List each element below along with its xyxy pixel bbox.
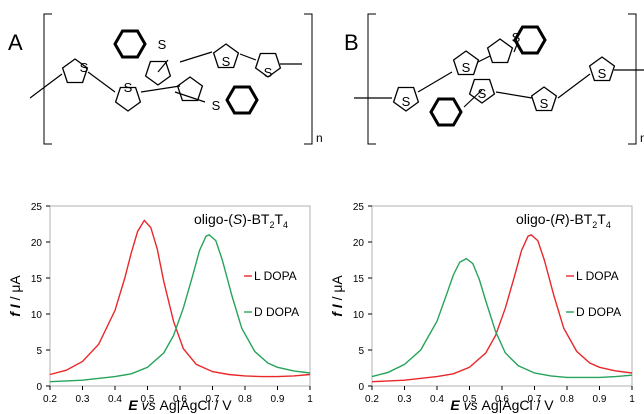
plot-frame (49, 205, 311, 387)
benzene-ring (225, 85, 259, 115)
x-tick-label: 0.4 (108, 394, 122, 405)
sulfur-atom-label: S (598, 66, 607, 81)
y-tick-label: 10 (353, 310, 365, 321)
y-axis-label: f I / μA (329, 275, 345, 317)
x-tick-label: 0.9 (271, 394, 285, 405)
thiophene-ring (530, 86, 558, 112)
thiophene-ring (114, 86, 142, 112)
repeat-subscript: n (316, 131, 323, 145)
thiophene-ring (588, 56, 616, 82)
structure-a: n S S S S S S (30, 13, 323, 145)
sulfur-atom-label: S (462, 60, 471, 75)
legend-label: L DOPA (576, 269, 619, 283)
bracket-right (628, 13, 637, 145)
y-tick-label: 15 (353, 274, 365, 285)
x-tick-label: 0.3 (76, 394, 90, 405)
series-line-l-dopa (371, 233, 633, 383)
bond (495, 91, 533, 99)
chart-title: oligo-(S)-BT2T4 (194, 211, 288, 230)
bracket-left (43, 13, 52, 145)
x-tick-label: 0.5 (141, 394, 155, 405)
bond (463, 89, 483, 108)
legend-label: D DOPA (576, 305, 621, 319)
benzene-ring (113, 29, 147, 59)
sulfur-atom-label: S (478, 86, 487, 101)
x-tick-label: 0.6 (173, 394, 187, 405)
x-tick-label: 0.4 (430, 394, 444, 405)
legend-label: D DOPA (254, 305, 299, 319)
x-tick-label: 0.8 (238, 394, 252, 405)
thiophene-ring (144, 60, 172, 86)
thiophene-ring (254, 52, 282, 78)
sulfur-atom-label: S (264, 65, 273, 80)
panel-letter-a: A (8, 30, 23, 55)
x-axis-label: E vs Ag|AgCl / V (128, 397, 232, 413)
repeat-subscript: n (640, 131, 644, 145)
y-tick-label: 0 (36, 382, 42, 393)
sulfur-atom-label: S (124, 80, 133, 95)
y-tick-label: 20 (31, 238, 43, 249)
bond (140, 85, 181, 93)
bond (87, 71, 116, 93)
legend-label: L DOPA (254, 269, 297, 283)
bond (417, 71, 453, 93)
sulfur-atom-label: S (402, 94, 411, 109)
bond (557, 73, 591, 99)
series-line-d-dopa (371, 257, 633, 379)
x-tick-label: 1 (307, 394, 313, 405)
thiophene-ring (176, 76, 204, 102)
y-tick-label: 10 (31, 310, 43, 321)
y-tick-label: 25 (353, 202, 365, 213)
x-tick-label: 0.2 (365, 394, 379, 405)
panel-letter-b: B (344, 30, 359, 55)
bond (239, 53, 257, 61)
y-tick-label: 15 (31, 274, 43, 285)
bond (30, 73, 63, 99)
x-tick-label: 1 (629, 394, 635, 405)
thiophene-ring (468, 78, 496, 104)
bond (477, 55, 491, 63)
bond (179, 51, 213, 63)
benzene-ring (513, 25, 547, 55)
thiophene-ring (486, 38, 514, 64)
chart-title: oligo-(R)-BT2T4 (516, 211, 611, 230)
sulfur-atom-label: S (158, 37, 167, 52)
sulfur-atom-label: S (80, 60, 89, 75)
sulfur-atom-label: S (512, 30, 521, 45)
x-tick-label: 0.7 (206, 394, 220, 405)
x-tick-label: 0.8 (560, 394, 574, 405)
sulfur-atom-label: S (212, 98, 221, 113)
thiophene-ring (61, 58, 89, 84)
x-tick-label: 0.2 (43, 394, 57, 405)
series-line-l-dopa (49, 219, 311, 378)
x-tick-label: 0.5 (463, 394, 477, 405)
x-tick-label: 0.9 (593, 394, 607, 405)
y-tick-label: 0 (358, 382, 364, 393)
thiophene-ring (452, 50, 480, 76)
x-tick-label: 0.7 (528, 394, 542, 405)
bracket-right (304, 13, 313, 145)
y-axis-label: f I / μA (7, 275, 23, 317)
x-axis-label: E vs Ag|AgCl / V (450, 397, 554, 413)
y-tick-label: 5 (358, 346, 364, 357)
bracket-left (367, 13, 376, 145)
thiophene-ring (392, 86, 420, 112)
sulfur-atom-label: S (540, 96, 549, 111)
x-tick-label: 0.6 (495, 394, 509, 405)
y-tick-label: 5 (36, 346, 42, 357)
sulfur-atom-label: S (222, 54, 231, 69)
thiophene-ring (212, 43, 240, 69)
x-tick-label: 0.3 (398, 394, 412, 405)
benzene-ring (429, 97, 463, 127)
y-tick-label: 25 (31, 202, 43, 213)
y-tick-label: 20 (353, 238, 365, 249)
series-line-d-dopa (49, 233, 311, 383)
